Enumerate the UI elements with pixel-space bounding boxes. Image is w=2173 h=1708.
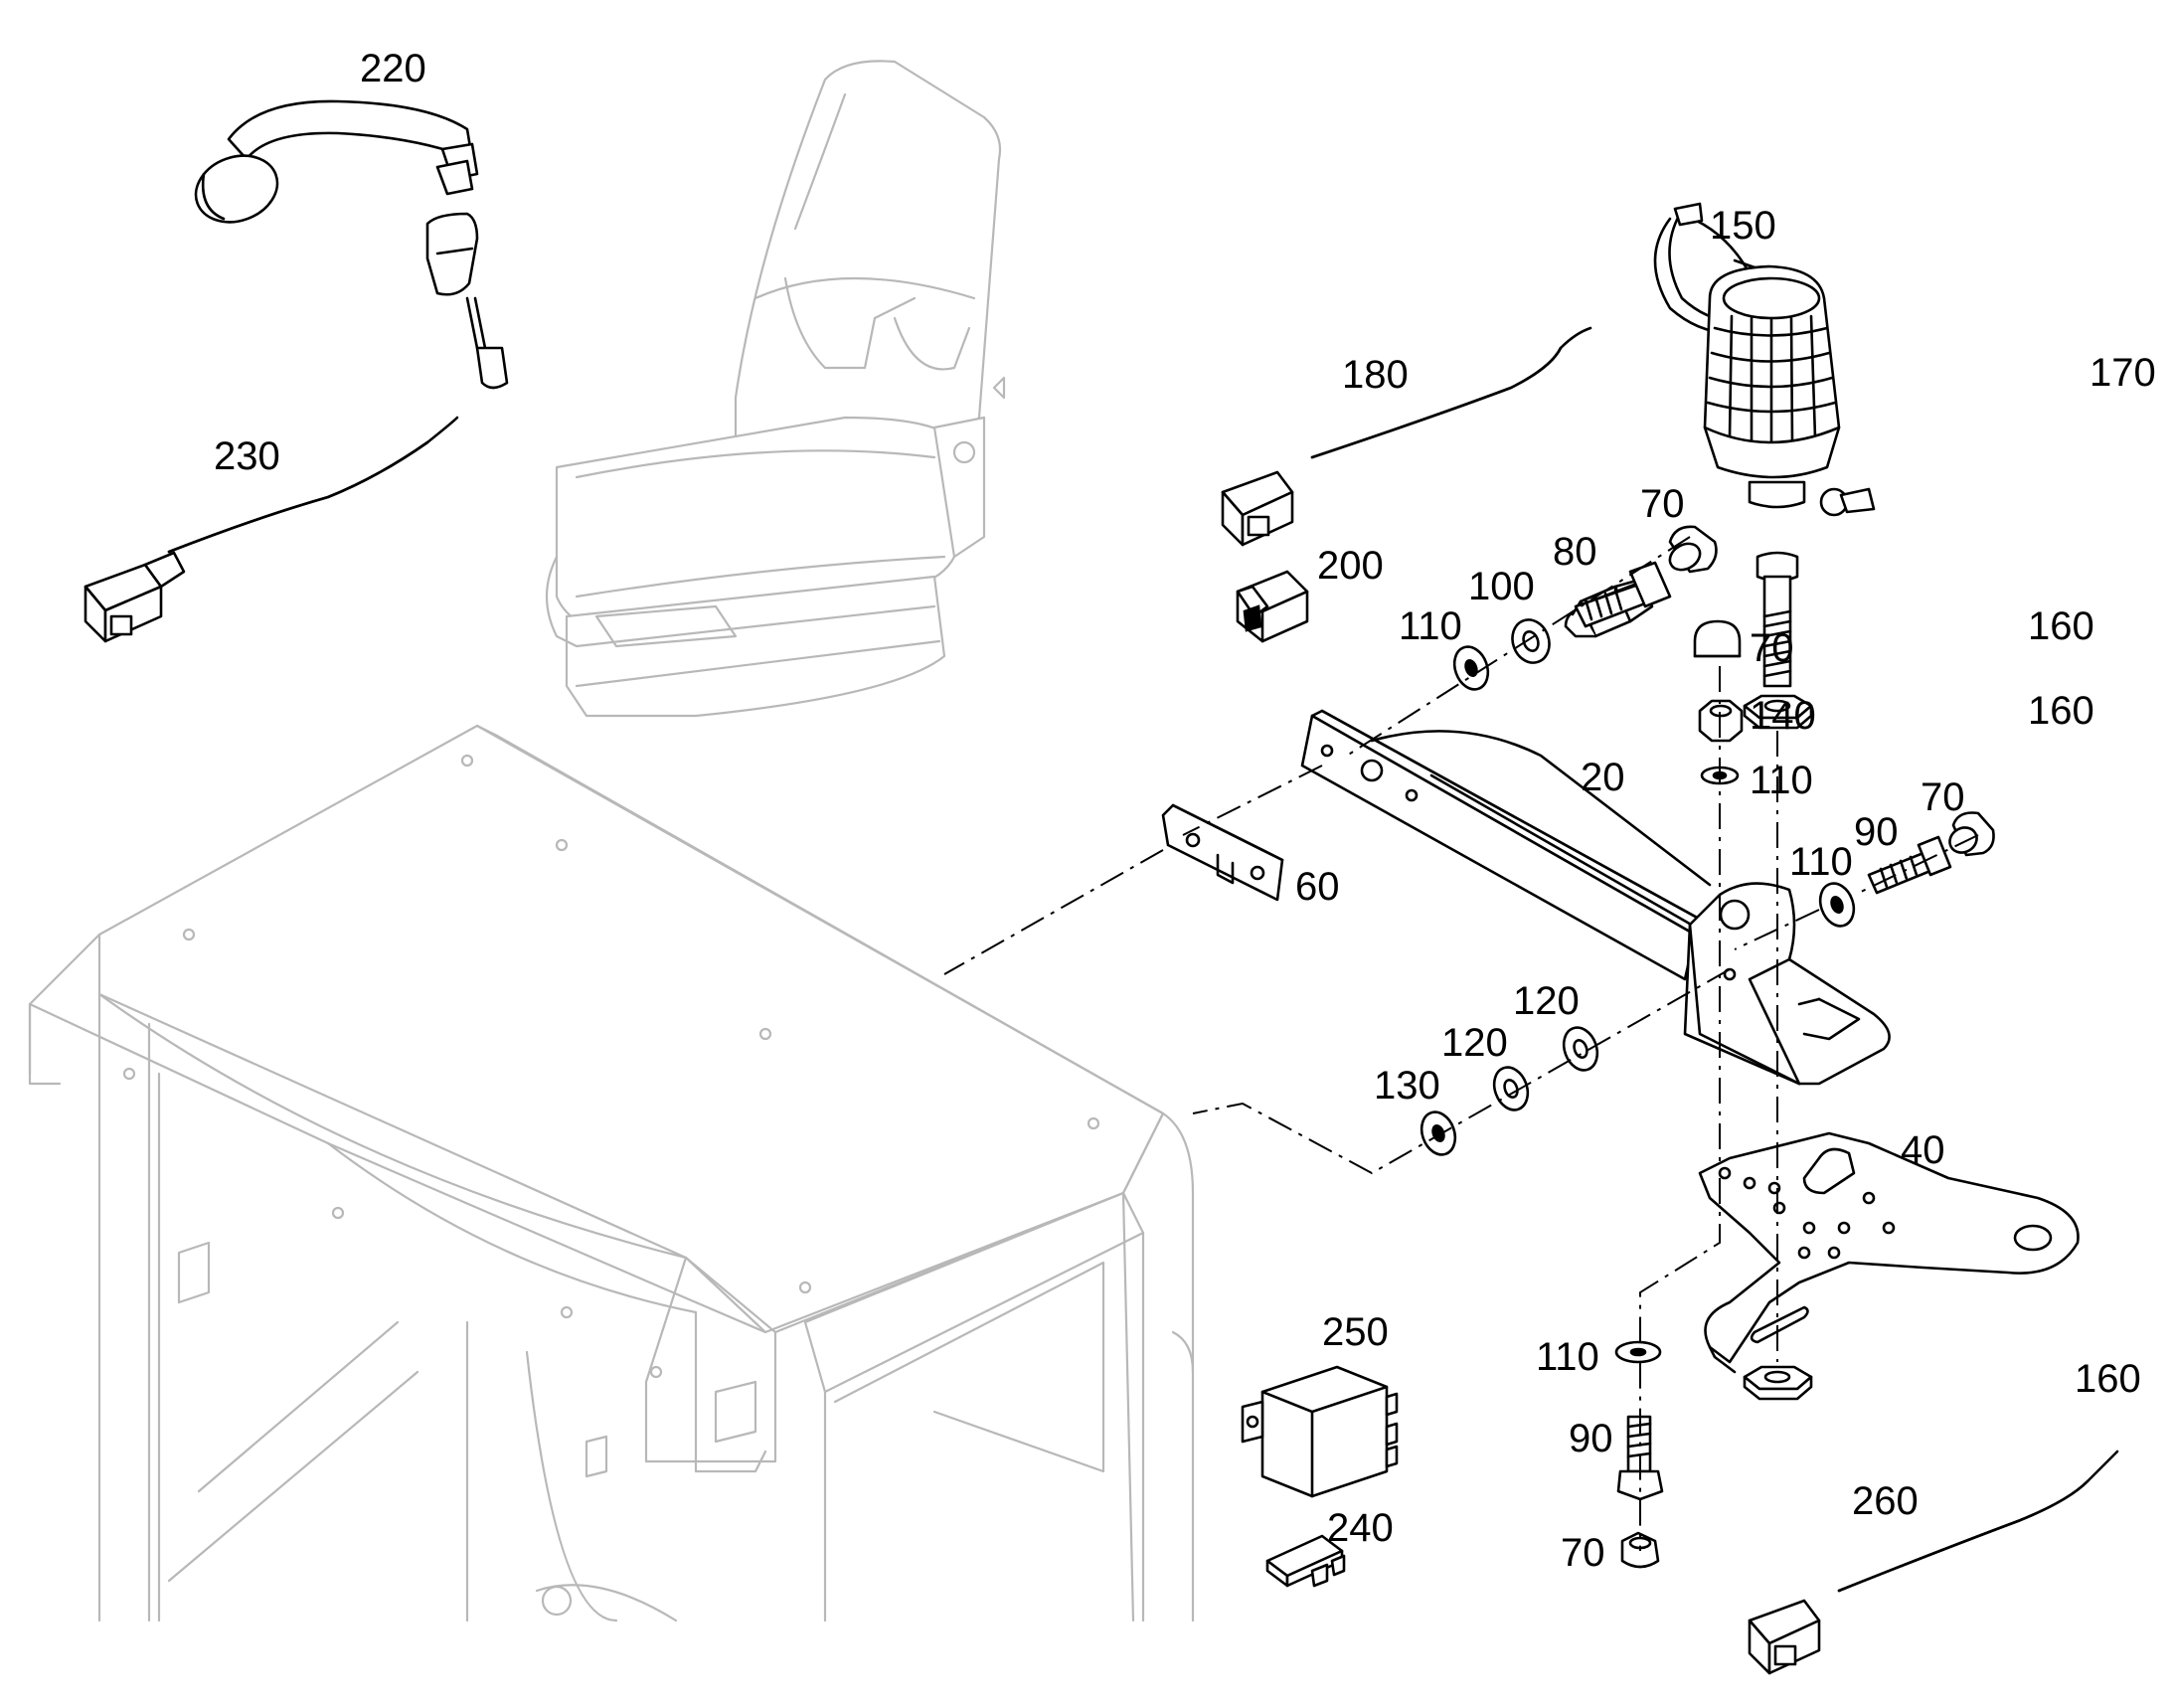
connector-200: [1236, 570, 1309, 643]
callout-220: 220: [360, 47, 426, 90]
callout-150: 150: [1710, 204, 1776, 248]
operator-seat: [545, 60, 1006, 718]
washer-100: [1511, 618, 1551, 664]
callout-170: 170: [2089, 351, 2156, 395]
assembly-center-lines: [943, 536, 1979, 1551]
wire-harness-260: [1748, 1450, 2119, 1675]
callout-250: 250: [1322, 1310, 1389, 1354]
callout-180: 180: [1342, 353, 1409, 397]
washer-110-right: [1818, 882, 1856, 928]
callout-160-a: 160: [2028, 604, 2094, 648]
washer-120-lower: [1492, 1066, 1530, 1111]
callout-100: 100: [1468, 565, 1535, 608]
callout-60: 60: [1295, 865, 1340, 909]
callout-260: 260: [1852, 1479, 1919, 1523]
callout-110-b: 110: [1750, 759, 1813, 802]
callout-230: 230: [214, 434, 280, 478]
cab-roof-assembly: [28, 724, 1195, 1623]
callout-70-b: 70: [1750, 626, 1794, 670]
callout-70-d: 70: [1561, 1531, 1605, 1575]
washer-110-bottom: [1614, 1340, 1662, 1364]
washer-130: [1420, 1110, 1457, 1156]
washer-120-upper: [1562, 1026, 1599, 1072]
callout-160-c: 160: [2075, 1357, 2141, 1401]
callout-120-b: 120: [1441, 1021, 1508, 1065]
callout-130: 130: [1374, 1064, 1440, 1108]
callout-200: 200: [1317, 544, 1384, 588]
washer-110-upper: [1452, 645, 1490, 691]
callout-20: 20: [1581, 756, 1625, 799]
cap-nut-70-right: [1948, 811, 1995, 857]
relay-250: [1241, 1365, 1399, 1498]
mounting-stud: [1755, 551, 1799, 688]
wire-harness-180: [1221, 326, 1592, 547]
callout-40: 40: [1901, 1128, 1945, 1172]
hex-nut-160-lower: [1743, 1365, 1813, 1401]
rotating-beacon: [1703, 264, 1876, 517]
callout-70-c: 70: [1921, 775, 1965, 819]
callout-240: 240: [1327, 1506, 1394, 1550]
bolt-80-shank: [1574, 561, 1672, 628]
callout-labels: 220 230 180 200 150 170 70 80 100 110 70…: [214, 47, 2156, 1575]
callout-110-c: 110: [1789, 840, 1853, 884]
wire-harness-230: [84, 416, 459, 643]
base-plate-40: [1698, 1131, 2080, 1374]
callout-90-b: 90: [1569, 1417, 1613, 1460]
bolt-90-upper: [1867, 835, 1952, 895]
callout-110-a: 110: [1399, 604, 1462, 648]
spacer-plate-60: [1161, 803, 1284, 902]
hex-nut-160-upper: [1743, 694, 1813, 730]
blade-fuse-240: [1265, 1534, 1346, 1588]
seat-belt: [194, 99, 509, 390]
callout-120-a: 120: [1513, 979, 1580, 1023]
callout-80: 80: [1553, 530, 1597, 574]
callout-110-d: 110: [1536, 1335, 1599, 1379]
callout-160-b: 160: [2028, 689, 2094, 733]
callout-70-a: 70: [1640, 482, 1685, 526]
bracket-20: [1300, 709, 1891, 1086]
callout-90-a: 90: [1854, 810, 1899, 854]
cap-nut-70-top: [1693, 619, 1742, 658]
cap-nut-70-upper: [1668, 525, 1718, 574]
callout-140: 140: [1750, 694, 1816, 738]
